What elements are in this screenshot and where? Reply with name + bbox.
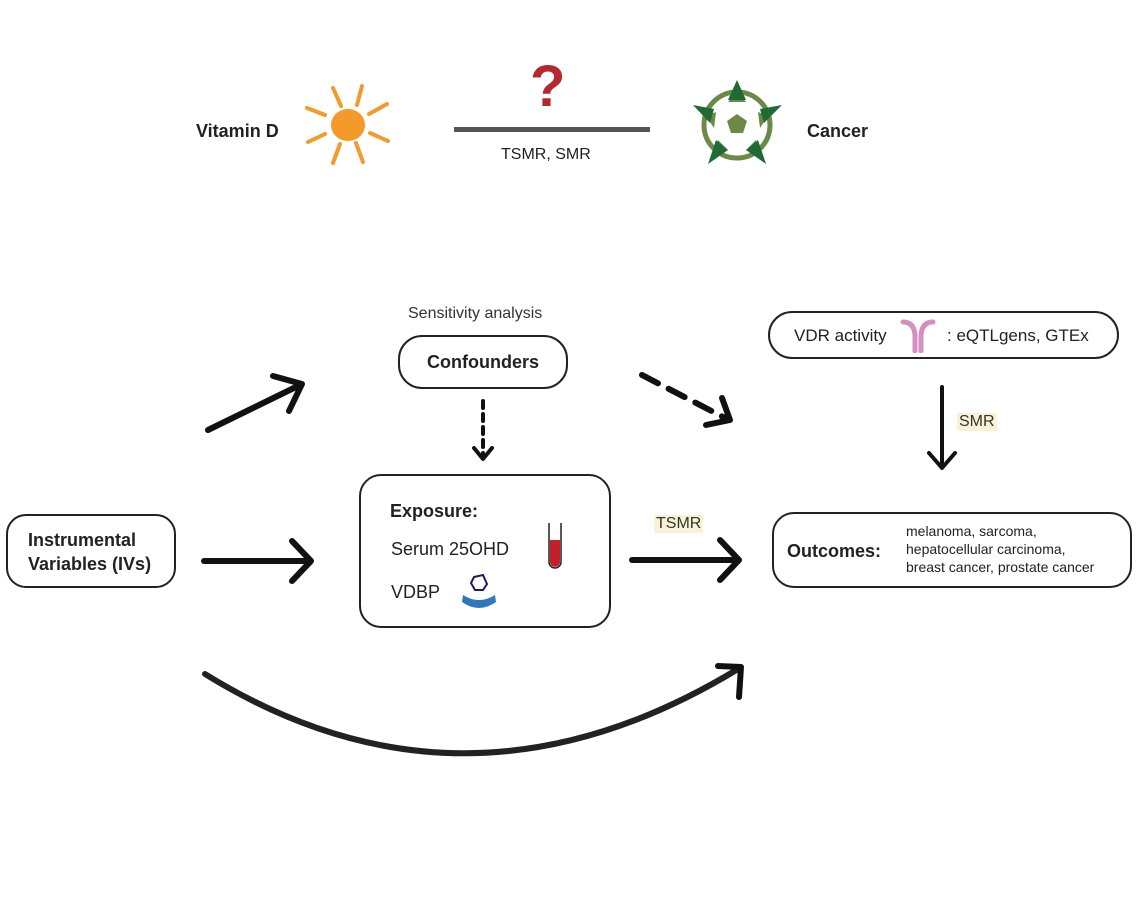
sun-icon — [305, 84, 390, 165]
sensitivity-caption: Sensitivity analysis — [408, 305, 543, 322]
exposure-to-outcomes-arrow — [629, 537, 742, 583]
tumor-icon — [693, 80, 782, 164]
outcomes-node[interactable]: Outcomes: melanoma, sarcoma, hepatocellu… — [772, 512, 1132, 588]
exposure-node[interactable]: Exposure: Serum 25OHD VDBP — [359, 474, 611, 628]
ivs-node[interactable]: Instrumental Variables (IVs) — [6, 514, 176, 588]
question-icon: ? — [530, 54, 566, 119]
serum-25ohd-label: Serum 25OHD — [391, 539, 510, 559]
ivs-to-confounders-arrow — [205, 373, 305, 433]
method-label: TSMR, SMR — [501, 146, 591, 163]
blood-tube-icon — [548, 523, 562, 569]
exposure-title: Exposure: — [390, 501, 479, 521]
vdr-to-outcomes-arrow — [927, 385, 957, 470]
confounders-label: Confounders — [427, 352, 539, 372]
receptor-icon — [900, 319, 936, 353]
vdr-activity-label: VDR activity — [794, 326, 887, 345]
association-line — [454, 127, 650, 132]
confounders-to-exposure-arrow — [472, 399, 494, 461]
vitamin-d-label: Vitamin D — [196, 121, 279, 141]
outcome-line: melanoma, sarcoma, — [906, 523, 1037, 539]
ivs-label: Instrumental Variables (IVs) — [28, 528, 151, 576]
binding-protein-icon — [462, 573, 496, 608]
outcome-line: breast cancer, prostate cancer — [906, 559, 1095, 575]
vdr-sources-label: : eQTLgens, GTEx — [947, 326, 1089, 345]
ivs-label-line2: Variables (IVs) — [28, 554, 152, 574]
confounders-node[interactable]: Confounders — [398, 335, 568, 389]
smr-edge-label: SMR — [957, 413, 997, 431]
ivs-to-outcomes-curved-arrow — [202, 663, 744, 757]
ivs-label-line1: Instrumental — [28, 530, 137, 550]
vdbp-label: VDBP — [391, 582, 441, 602]
confounders-to-outcomes-arrow — [639, 372, 733, 428]
cancer-label: Cancer — [807, 121, 869, 141]
outcomes-list: melanoma, sarcoma, hepatocellular carcin… — [906, 522, 1094, 576]
tsmr-edge-label: TSMR — [654, 515, 704, 533]
outcomes-title: Outcomes: — [787, 541, 882, 561]
ivs-to-exposure-arrow — [201, 538, 314, 584]
vdr-activity-node[interactable]: VDR activity : eQTLgens, GTEx — [768, 311, 1119, 359]
outcome-line: hepatocellular carcinoma, — [906, 541, 1066, 557]
